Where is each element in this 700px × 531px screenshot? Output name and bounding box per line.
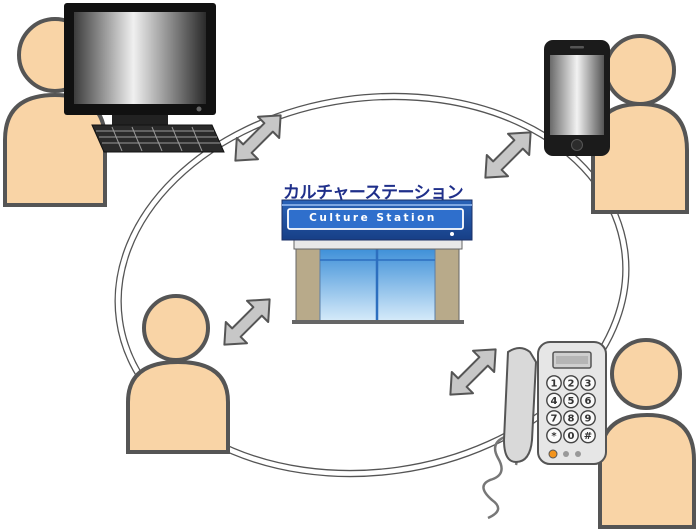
orbit-ring — [114, 92, 630, 478]
store-sign-stripe — [287, 208, 464, 230]
keypad-key-label: * — [551, 431, 557, 442]
store-right-wall — [434, 247, 460, 323]
keypad-key-label: # — [584, 431, 592, 442]
store-building — [281, 199, 473, 324]
keypad-key — [546, 392, 562, 409]
keypad-key-label: 0 — [568, 431, 575, 442]
arrow-computer-store — [234, 114, 282, 162]
smartphone-screen — [550, 55, 604, 135]
keypad-key — [563, 375, 579, 391]
phone-handset — [502, 347, 538, 464]
keypad-key-label: 1 — [551, 379, 558, 390]
keypad-key — [546, 410, 562, 426]
arrow-telephone-store — [449, 348, 497, 396]
keypad-key — [580, 375, 596, 391]
person-bottom-right — [598, 338, 696, 529]
store-title-japanese: カルチャーステーション — [283, 183, 464, 203]
keypad-key-label: 6 — [585, 396, 592, 407]
monitor-screen — [74, 12, 206, 104]
keypad-key-label: 9 — [585, 414, 592, 425]
keypad-key-label: 5 — [568, 396, 575, 407]
smartphone — [544, 40, 610, 156]
keypad-key — [563, 410, 579, 426]
keypad-key — [546, 375, 562, 391]
arrow-smartphone-store — [484, 131, 532, 179]
keypad-key — [563, 392, 579, 409]
keypad-key-label: 2 — [568, 379, 575, 390]
keypad-key — [580, 427, 596, 444]
person-bottom-left — [126, 294, 230, 454]
keypad-key-label: 3 — [585, 379, 592, 390]
keypad-key — [546, 427, 562, 444]
keypad-key — [580, 392, 596, 409]
arrow-person-store — [223, 298, 271, 346]
desktop-computer — [64, 3, 225, 153]
keypad-key — [563, 427, 579, 444]
keyboard — [91, 124, 225, 153]
store-left-wall — [295, 247, 321, 323]
keypad-key — [580, 410, 596, 426]
keypad-key-label: 8 — [568, 414, 575, 425]
keypad-key-label: 4 — [551, 396, 558, 407]
keypad-key-label: 7 — [551, 414, 558, 425]
store-sign-text: Culture Station — [309, 212, 437, 224]
